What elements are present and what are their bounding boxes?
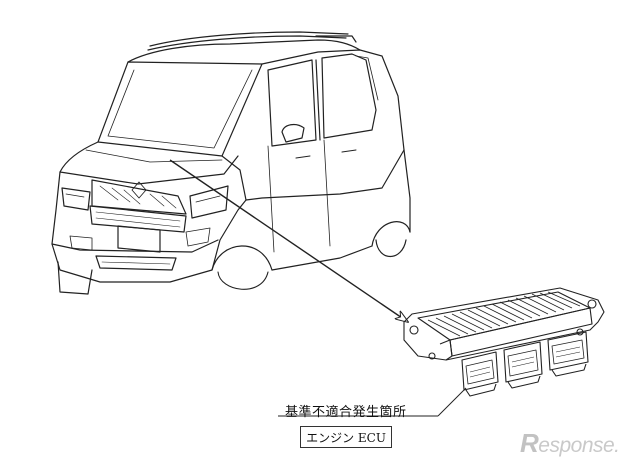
part-name-box: エンジン ECU bbox=[300, 426, 392, 448]
watermark-text: esponse. bbox=[538, 434, 620, 457]
defect-location-label: 基準不適合発生箇所 bbox=[285, 405, 407, 420]
watermark-initial: R bbox=[520, 428, 539, 458]
response-watermark: Response. bbox=[520, 428, 620, 459]
part-name-label: エンジン ECU bbox=[306, 430, 386, 445]
pointer-arrow bbox=[169, 159, 408, 322]
defect-callout bbox=[278, 387, 467, 417]
engine-ecu-illustration bbox=[403, 287, 605, 397]
car-illustration bbox=[51, 31, 411, 295]
